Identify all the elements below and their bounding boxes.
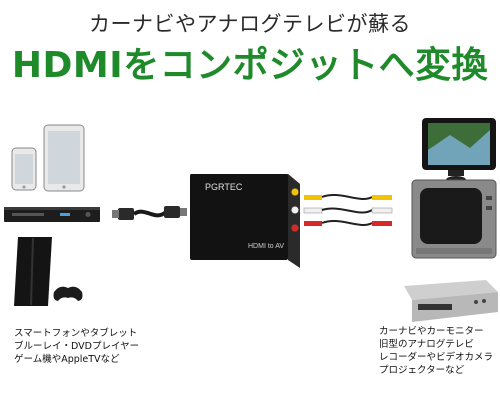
displays-caption: カーナビやカーモニター 旧型のアナログテレビ レコーダーやビデオカメラ プロジェ… — [379, 325, 493, 377]
displays-caption-line: 旧型のアナログテレビ — [379, 339, 474, 350]
displays-caption-line: プロジェクターなど — [379, 365, 465, 376]
car-navigation-icon — [422, 118, 496, 184]
headline-main: HDMIをコンポジットへ変換 — [11, 45, 489, 86]
headline-top: カーナビやアナログテレビが蘇る — [88, 12, 412, 36]
sources-caption-line: スマートフォンやタブレット — [14, 328, 138, 339]
smartphone-icon — [11, 147, 37, 191]
sources-caption-line: ブルーレイ・DVDプレイヤー — [14, 341, 140, 352]
game-console-icon — [14, 237, 83, 306]
rca-cable-icon — [303, 194, 393, 226]
converter-box-icon: PGRTEC HDMI to AV — [190, 174, 300, 268]
crt-tv-icon — [411, 179, 497, 259]
bluray-player-icon — [4, 207, 100, 222]
hdmi-cable-icon — [112, 206, 187, 220]
sources-caption-line: ゲーム機やAppleTVなど — [14, 354, 120, 365]
displays-caption-line: カーナビやカーモニター — [379, 326, 484, 337]
converter-label: HDMI to AV — [248, 243, 284, 250]
sources-caption: スマートフォンやタブレット ブルーレイ・DVDプレイヤー ゲーム機やAppleT… — [14, 327, 139, 366]
vcr-icon — [404, 280, 498, 322]
converter-brand: PGRTEC — [205, 182, 243, 192]
tablet-icon — [43, 124, 85, 192]
displays-caption-line: レコーダーやビデオカメラ — [379, 352, 494, 363]
